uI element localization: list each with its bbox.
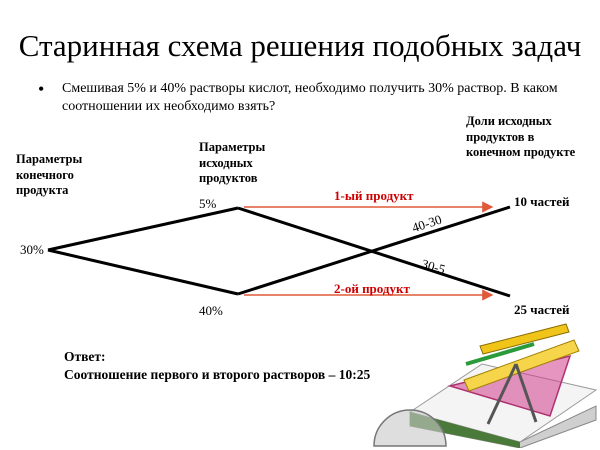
pen-icon — [465, 342, 535, 366]
task-text: Смешивая 5% и 40% растворы кислот, необх… — [62, 81, 558, 114]
parts-bottom: 25 частей — [514, 302, 570, 317]
line-bottom-to-top-right — [237, 205, 511, 296]
answer-text: Соотношение первого и второго растворов … — [64, 367, 371, 382]
final-value: 30% — [20, 242, 44, 257]
parts-top: 10 частей — [514, 194, 570, 209]
book-and-tools-illustration — [373, 323, 598, 448]
final-product-header: Параметры конечного продукта — [16, 152, 83, 197]
top-input-value: 5% — [199, 196, 217, 211]
answer-block: Ответ: Соотношение первого и второго рас… — [64, 348, 370, 384]
pencil-icon — [479, 323, 570, 355]
bottom-input-value: 40% — [199, 303, 223, 318]
compass-leg-icon — [486, 363, 518, 425]
answer-heading: Ответ: — [64, 349, 106, 364]
product-2-label: 2-ой продукт — [334, 281, 410, 296]
line-final-to-bottom — [47, 248, 239, 296]
book-spine — [410, 412, 520, 448]
slide-title: Старинная схема решения подобных задач — [18, 28, 582, 63]
product-1-label: 1-ый продукт — [334, 188, 414, 203]
protractor-icon — [373, 409, 447, 447]
shares-header: Доли исходных продуктов в конечном проду… — [466, 114, 576, 159]
initial-products-header: Параметры исходных продуктов — [199, 140, 266, 185]
line-final-to-top — [47, 206, 239, 252]
ruler-icon — [463, 339, 580, 392]
bullet-icon: • — [38, 79, 45, 99]
compass-leg-2-icon — [514, 363, 538, 423]
